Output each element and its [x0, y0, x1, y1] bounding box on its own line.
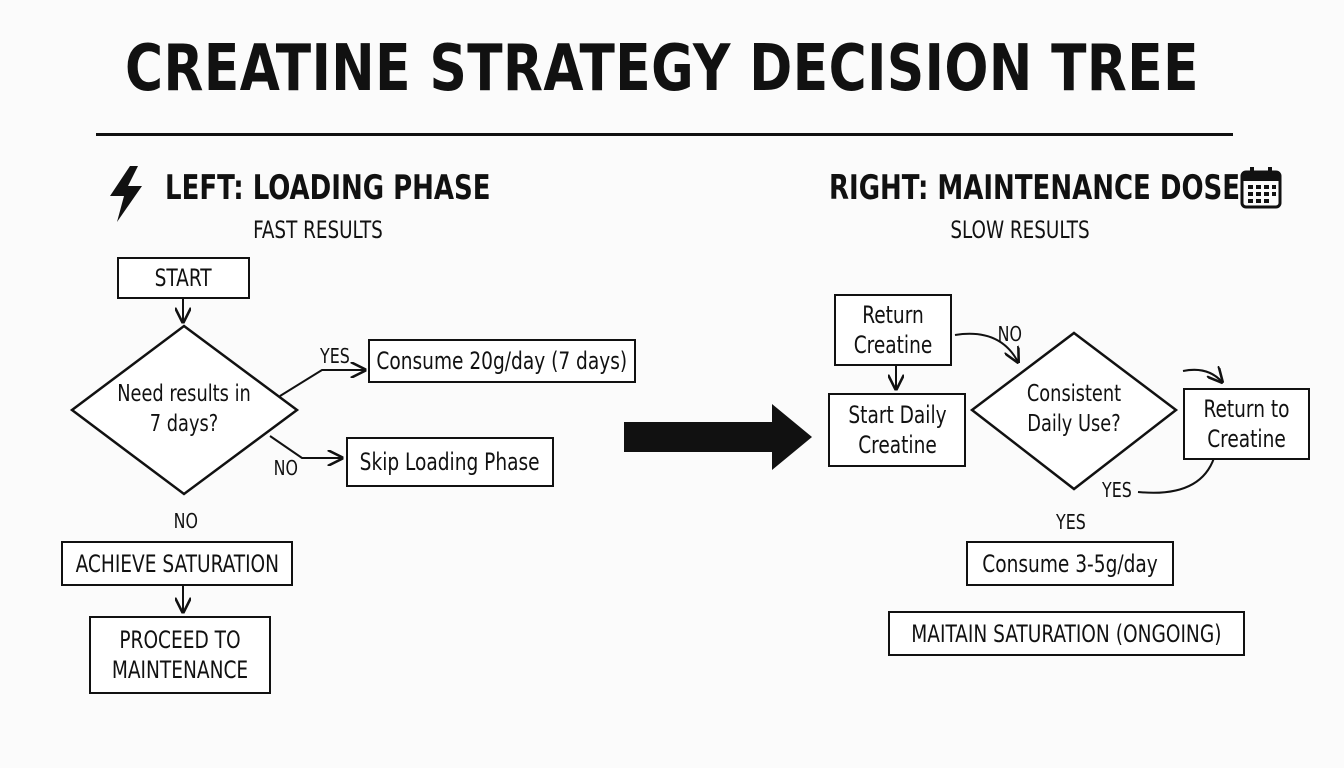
proceed-maintenance-node: PROCEED TO MAINTENANCE [89, 616, 271, 694]
return-creatine-left-node: Return Creatine [834, 294, 952, 366]
consume-3-5g-node: Consume 3-5g/day [966, 541, 1174, 586]
decision-right-label: Consistent Daily Use? [1026, 381, 1122, 437]
maintain-saturation-label: MAITAIN SATURATION (ONGOING) [911, 619, 1222, 648]
consume-20g-label: Consume 20g/day (7 days) [376, 347, 628, 375]
return-to-creatine-node: Return to Creatine [1183, 388, 1310, 460]
calendar-icon [1240, 167, 1282, 209]
skip-loading-label: Skip Loading Phase [360, 448, 540, 476]
consume-3-5g-label: Consume 3-5g/day [982, 549, 1158, 578]
transition-arrow [624, 404, 812, 470]
arrow-yes-branch [279, 370, 365, 397]
page-title: CREATINE STRATEGY DECISION TREE [125, 32, 1199, 106]
return-to-creatine-label: Return to Creatine [1203, 395, 1290, 453]
proceed-maintenance-label: PROCEED TO MAINTENANCE [111, 626, 249, 684]
consume-20g-node: Consume 20g/day (7 days) [368, 339, 636, 383]
arrow-no-curve [954, 332, 1018, 362]
decision-diamond-left [69, 324, 300, 496]
maintain-saturation-node: MAITAIN SATURATION (ONGOING) [888, 611, 1245, 656]
left-heading: LEFT: LOADING PHASE [165, 168, 491, 208]
yes-label-below: YES [1056, 510, 1086, 534]
decision-left-label: Need results in 7 days? [117, 381, 251, 437]
start-daily-node: Start Daily Creatine [828, 393, 966, 467]
right-subheading: SLOW RESULTS [950, 216, 1090, 244]
arrow-into-return-right [1182, 370, 1222, 382]
no-label-left: NO [273, 456, 298, 480]
yes-label-left: YES [320, 344, 350, 368]
start-node-label: START [155, 264, 212, 292]
return-creatine-left-label: Return Creatine [853, 301, 933, 359]
arrow-yes-curve [1137, 457, 1215, 494]
yes-label-curve: YES [1102, 478, 1132, 502]
skip-loading-node: Skip Loading Phase [346, 437, 554, 487]
no-label-right: NO [997, 322, 1022, 346]
title-divider [96, 133, 1233, 136]
achieve-saturation-label: ACHIEVE SATURATION [75, 549, 279, 578]
achieve-saturation-node: ACHIEVE SATURATION [61, 541, 293, 586]
no-label-below: NO [173, 509, 198, 533]
lightning-bolt-icon [110, 166, 142, 222]
left-subheading: FAST RESULTS [253, 216, 383, 244]
decision-diamond-right [969, 331, 1179, 491]
arrow-no-branch [269, 435, 342, 458]
start-daily-label: Start Daily Creatine [847, 401, 947, 459]
right-heading: RIGHT: MAINTENANCE DOSE [829, 168, 1241, 208]
start-node: START [117, 257, 250, 299]
